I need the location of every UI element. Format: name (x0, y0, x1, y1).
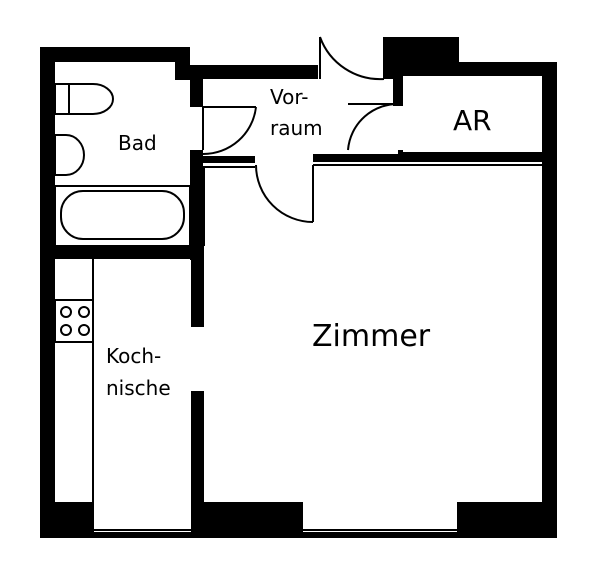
bathtub-icon (54, 185, 191, 247)
walls (40, 37, 557, 538)
fixtures (54, 83, 191, 343)
wall-outer-bottom-window (303, 532, 457, 538)
label-kochnische-line2: nische (106, 376, 171, 400)
wall-outer-left (40, 47, 55, 538)
wall-vorraum-bottom-left (200, 156, 255, 163)
wall-outer-top-ar-a (384, 37, 459, 65)
zimmer-door-swing (255, 164, 314, 223)
toilet-icon (54, 83, 114, 115)
wall-outer-top-vorraum (190, 65, 318, 79)
bad-door-swing (202, 106, 257, 156)
wall-outer-bottom-kitchen (93, 532, 191, 538)
wall-vorraum-ar (393, 76, 403, 106)
wall-bad-right-lower (190, 150, 203, 260)
wall-outer-right (542, 62, 557, 538)
sink-icon (54, 134, 85, 176)
label-bad: Bad (118, 131, 157, 155)
wall-bad-vorraum (190, 75, 203, 107)
wall-step-bad (175, 62, 190, 80)
wall-outer-bottom-mid (191, 502, 303, 538)
wall-vorraum-bottom-right (313, 154, 398, 162)
wall-outer-top-ar-b (384, 62, 557, 76)
stove-icon (54, 299, 94, 343)
doors (202, 36, 401, 223)
wall-outer-bottom-left (40, 502, 93, 538)
room-labels: Bad Vor- raum AR Zimmer Koch- nische (106, 85, 492, 400)
wall-outer-bottom-right (457, 502, 557, 538)
label-vorraum-line2: raum (270, 116, 323, 140)
wall-kitchen-zimmer-lower (191, 391, 204, 502)
label-zimmer: Zimmer (312, 319, 431, 354)
wall-ar-bottom (398, 152, 544, 162)
ar-door-swing (347, 102, 401, 151)
wall-kitchen-zimmer-upper (191, 246, 204, 327)
wall-bad-kitchen (55, 246, 203, 259)
entrance-door-swing (319, 36, 385, 81)
wall-outer-top-bad (40, 47, 190, 62)
label-kochnische-line1: Koch- (106, 344, 161, 368)
label-vorraum-line1: Vor- (270, 85, 309, 109)
label-ar: AR (453, 104, 492, 137)
